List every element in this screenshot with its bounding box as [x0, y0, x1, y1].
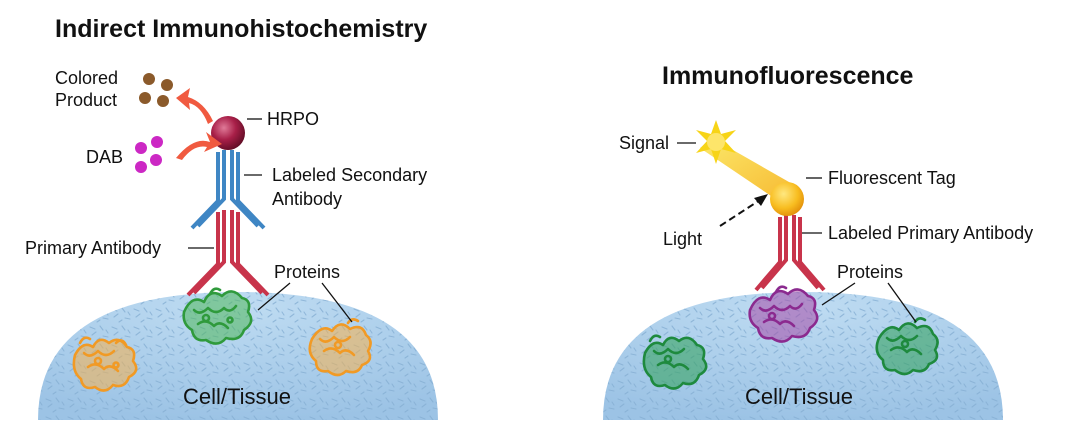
secondary-antibody: [190, 150, 266, 230]
dab-dots-icon: [135, 136, 163, 173]
leader-line: [821, 282, 856, 306]
if-title: Immunofluorescence: [662, 62, 914, 90]
cell-tissue-label-right: Cell/Tissue: [745, 384, 853, 409]
hrpo-label: HRPO: [267, 109, 319, 129]
protein-icon: [308, 318, 372, 377]
primary-antibody-label: Primary Antibody: [25, 238, 161, 258]
protein-icon: [748, 285, 819, 343]
proteins-label-right: Proteins: [837, 262, 903, 282]
dab-label: DAB: [86, 147, 123, 167]
labeled-primary-antibody: [754, 215, 826, 292]
leader-line: [321, 282, 353, 323]
fluorescent-tag-label: Fluorescent Tag: [828, 168, 956, 188]
hrpo-enzyme-icon: [211, 116, 245, 150]
light-label: Light: [663, 229, 702, 249]
protein-icon: [642, 334, 708, 390]
signal-label: Signal: [619, 133, 669, 153]
protein-icon: [182, 287, 253, 345]
signal-star-icon: [696, 120, 736, 164]
ihc-panel: Indirect Immunohistochemistry Cell/Tissu…: [25, 15, 438, 420]
ihc-title: Indirect Immunohistochemistry: [55, 15, 427, 43]
colored-product-label: Colored: [55, 68, 118, 88]
protein-icon: [875, 317, 939, 376]
cell-tissue-label-left: Cell/Tissue: [183, 384, 291, 409]
light-arrow-icon: [719, 194, 768, 227]
colored-product-dots-icon: [139, 73, 173, 107]
proteins-label-left: Proteins: [274, 262, 340, 282]
secondary-antibody-label: Antibody: [272, 189, 342, 209]
fluorescent-tag-icon: [770, 182, 804, 216]
secondary-antibody-label: Labeled Secondary: [272, 165, 427, 185]
signal-beam: [700, 138, 796, 202]
colored-product-label: Product: [55, 90, 117, 110]
labeled-primary-antibody-label: Labeled Primary Antibody: [828, 223, 1033, 243]
primary-antibody: [186, 210, 270, 297]
protein-icon: [72, 336, 138, 392]
leader-line: [887, 282, 917, 323]
if-panel: Immunofluorescence Cell/Tissue: [603, 62, 1033, 420]
conversion-arrow-icon: [176, 88, 222, 160]
leader-line: [257, 282, 291, 311]
